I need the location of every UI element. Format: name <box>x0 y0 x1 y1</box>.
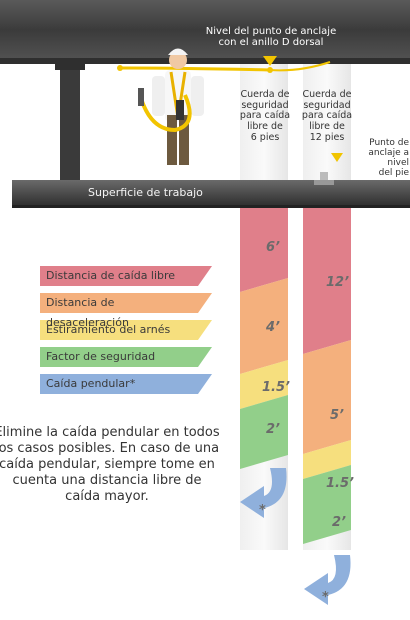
legend-item-2: Estiramiento del arnés <box>40 320 212 340</box>
fall-column-6 <box>240 208 288 469</box>
col6-label-3: 2’ <box>266 422 280 437</box>
legend-swatch <box>40 266 212 286</box>
lanyard-6-label: Cuerda de seguridad para caída libre de … <box>239 89 291 143</box>
legend-item-1: Distancia de desaceleración <box>40 293 212 329</box>
support-column <box>60 64 80 184</box>
col6-segment-2 <box>240 360 288 409</box>
col12-segment-3 <box>303 465 351 544</box>
col12-segment-0 <box>303 208 351 354</box>
legend-item-4: Caída pendular* <box>40 374 212 394</box>
col6-label-0: 6’ <box>266 240 280 255</box>
lanyard-12 <box>269 61 331 72</box>
col12-label-0: 12’ <box>326 275 350 290</box>
col12-segment-2 <box>303 440 351 479</box>
work-surface <box>12 180 410 206</box>
legend-swatch <box>40 320 212 340</box>
lanyard-6 <box>119 66 271 72</box>
swing-arrow-12 <box>304 555 351 605</box>
lanyard-12-label: Cuerda de seguridad para caída libre de … <box>301 89 353 143</box>
legend-label: Caída pendular* <box>46 377 136 390</box>
col6-label-2: 1.5’ <box>262 380 290 395</box>
foot-anchor-bracket <box>320 172 328 182</box>
swing-fall-note: Elimine la caída pendular en todos los c… <box>0 425 220 504</box>
col12-label-1: 5’ <box>330 408 344 423</box>
legend-label: Estiramiento del arnés <box>46 323 171 336</box>
legend-swatch <box>40 293 212 313</box>
work-surface-label: Superficie de trabajo <box>88 186 203 199</box>
fall-column-12 <box>303 208 351 544</box>
swing-label-6: * <box>259 503 266 518</box>
legend-swatch <box>40 374 212 394</box>
swing-arrow-6 <box>240 468 287 518</box>
foot-anchor-label: Punto de anclaje a nivel del pie <box>368 138 409 179</box>
col6-segment-1 <box>240 278 288 374</box>
col6-label-1: 4’ <box>266 320 280 335</box>
legend-item-3: Factor de seguridad <box>40 347 212 367</box>
legend-label: Distancia de caída libre <box>46 269 176 282</box>
col6-segment-0 <box>240 208 288 292</box>
anchor-marker-foot <box>331 153 343 162</box>
col6-segment-3 <box>240 395 288 469</box>
swing-fall-arrows <box>240 468 351 605</box>
col12-segment-1 <box>303 340 351 454</box>
swing-label-12: * <box>322 590 329 605</box>
worker-figure <box>138 48 204 165</box>
legend-swatch <box>40 347 212 367</box>
legend-label: Distancia de desaceleración <box>46 296 129 329</box>
legend-label: Factor de seguridad <box>46 350 156 363</box>
legend-item-0: Distancia de caída libre <box>40 266 212 286</box>
col12-label-3: 2’ <box>332 515 346 530</box>
col12-label-2: 1.5’ <box>326 476 354 491</box>
top-beam <box>0 0 410 60</box>
anchor-d-ring-label: Nivel del punto de anclaje con el anillo… <box>205 26 337 49</box>
anchor-marker-d-ring <box>263 56 277 66</box>
